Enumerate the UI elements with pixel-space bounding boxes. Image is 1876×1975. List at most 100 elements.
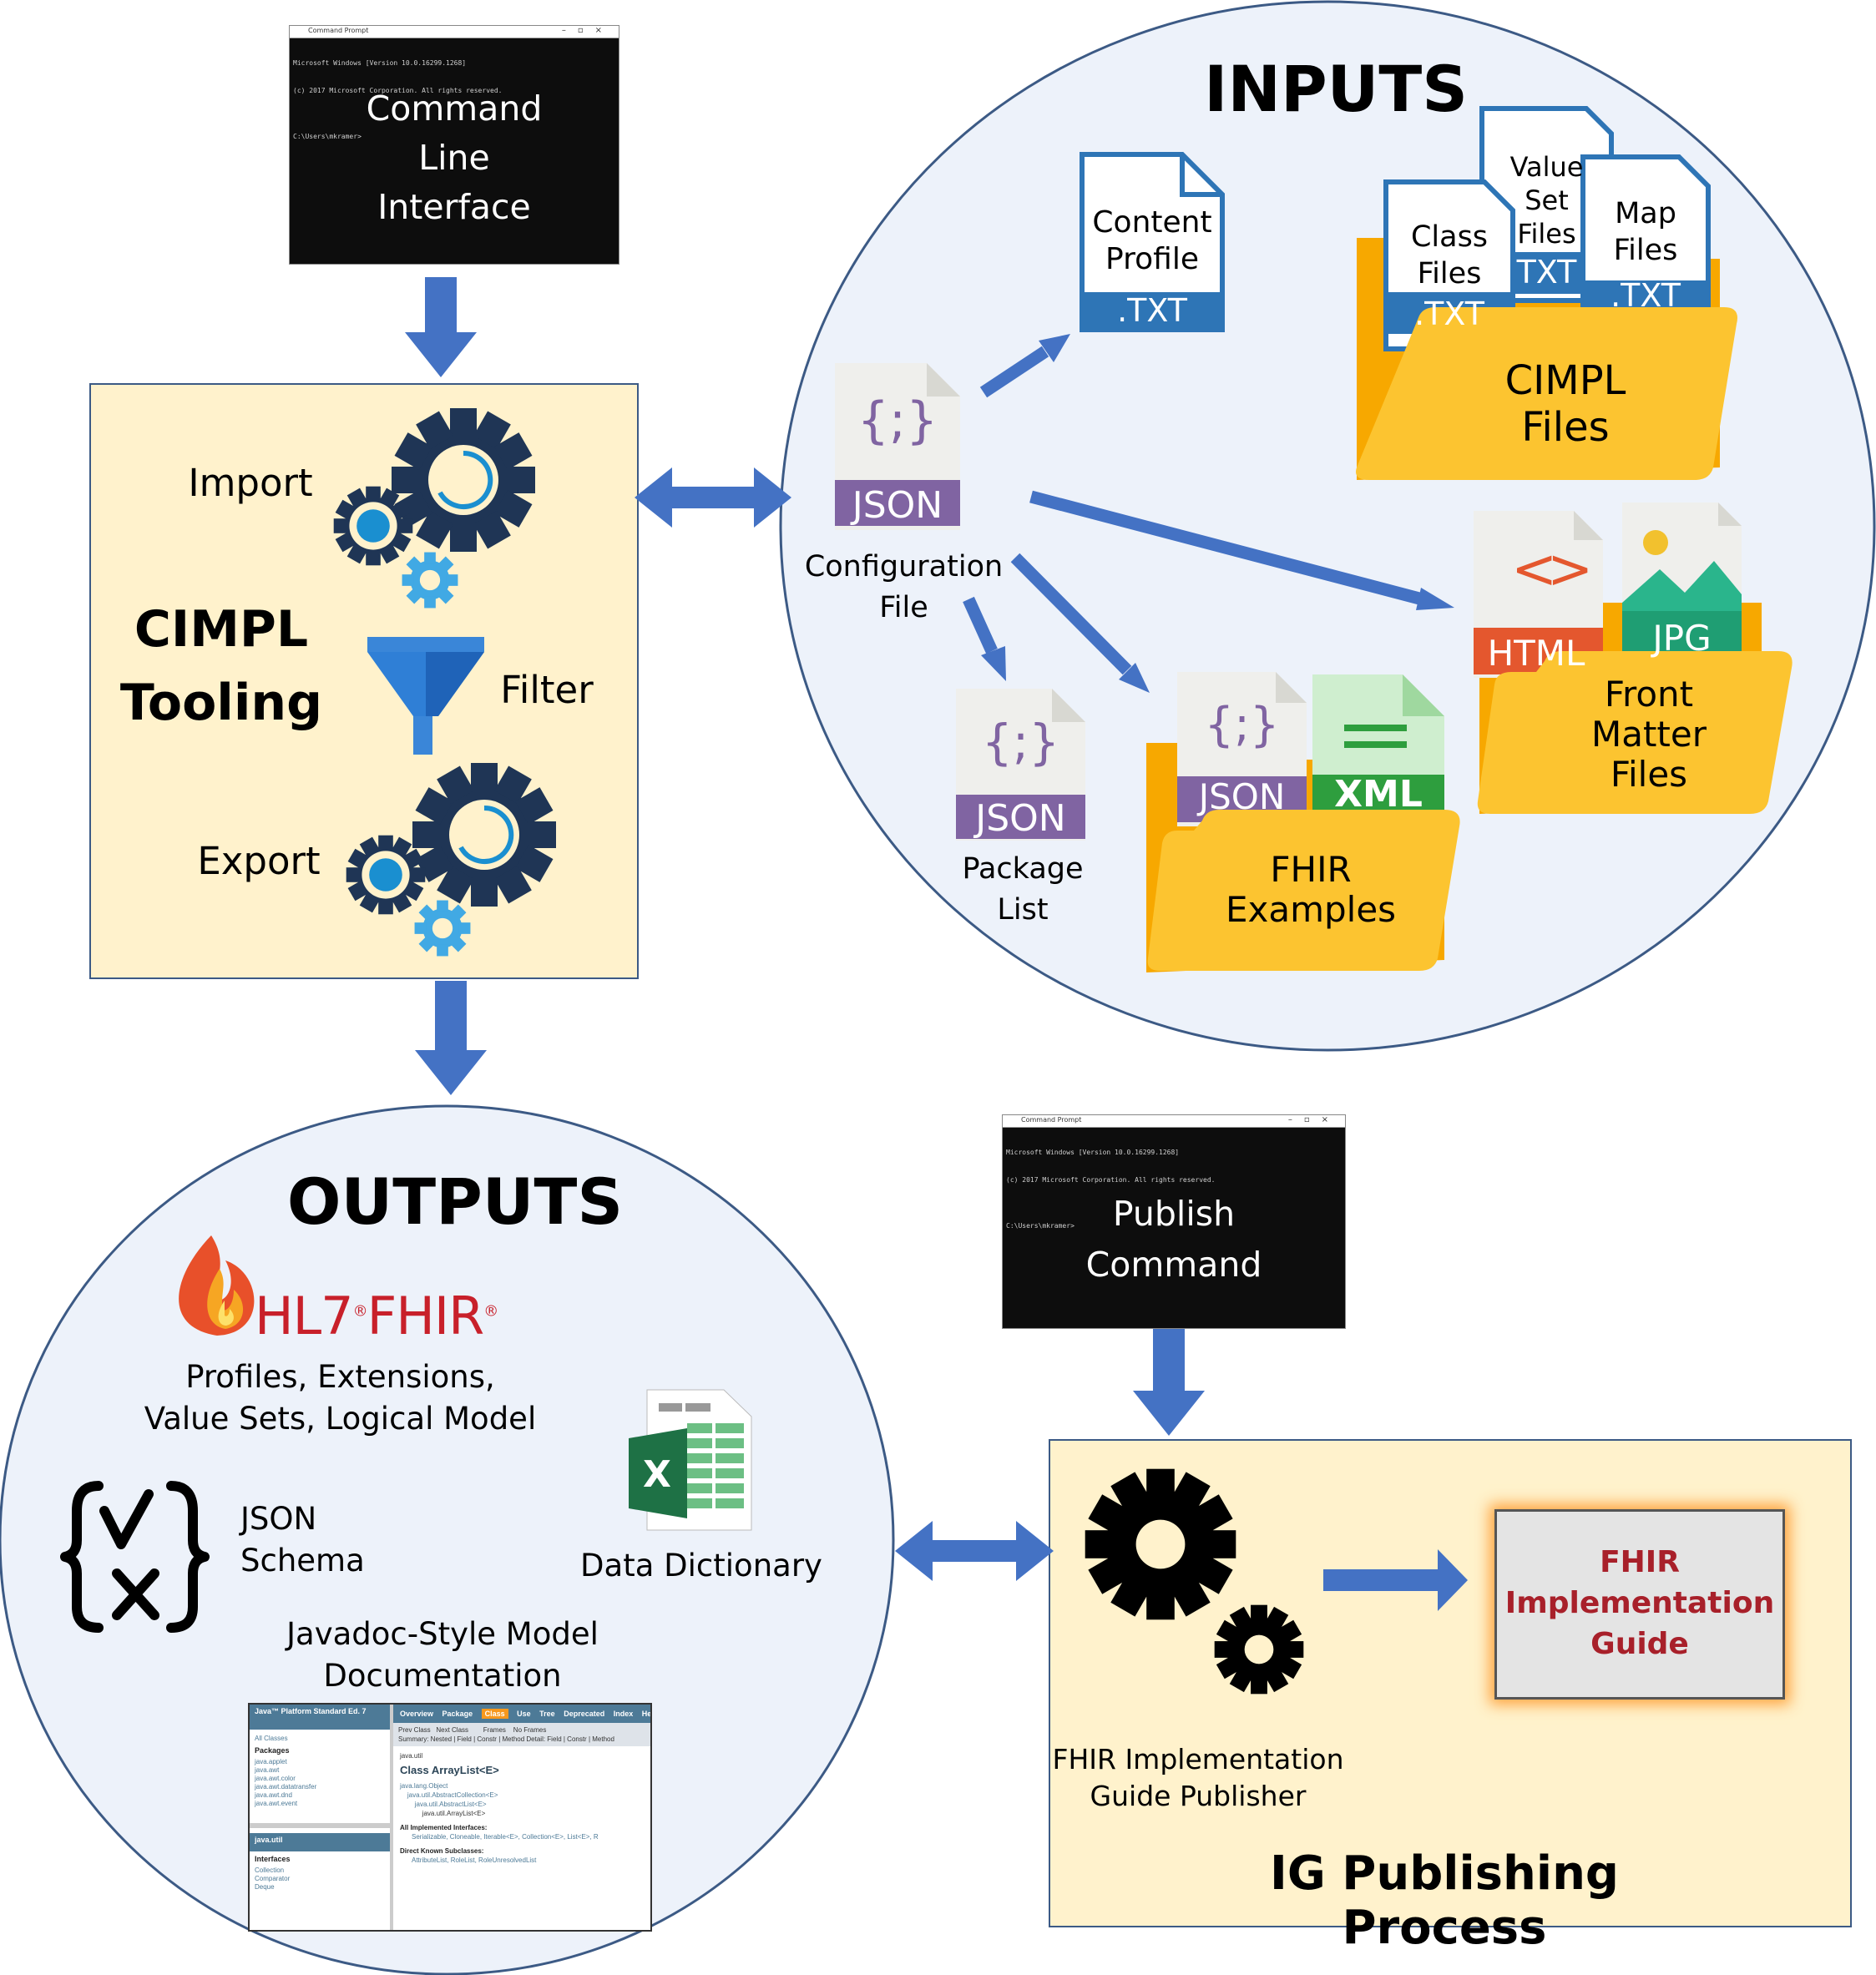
javadoc-body: java.util Class ArrayList<E> java.lang.O… bbox=[400, 1751, 650, 1865]
export-gear-small-icon bbox=[414, 900, 471, 957]
content-profile-line2: Profile bbox=[1105, 242, 1199, 276]
javadoc-class-title: Class ArrayList<E> bbox=[400, 1764, 499, 1776]
javadoc-hierarchy-line: java.util.ArrayList<E> bbox=[400, 1810, 486, 1817]
class-files-badge: .TXT bbox=[1414, 295, 1484, 332]
javadoc-all-classes-link[interactable]: All Classes bbox=[255, 1735, 288, 1742]
arrowhead-front-matter bbox=[1416, 588, 1454, 610]
package-list-line1: Package bbox=[962, 852, 1084, 886]
cli-label-line1: Command bbox=[366, 88, 543, 129]
arrow-cli-to-tooling bbox=[405, 277, 477, 377]
profiles-line1: Profiles, Extensions, bbox=[185, 1359, 495, 1395]
cimpl-files-folder-icon bbox=[1356, 106, 1737, 480]
javadoc-package-link[interactable]: java.awt.color bbox=[255, 1775, 296, 1782]
javadoc-subclasses-title: Direct Known Subclasses: bbox=[400, 1847, 484, 1855]
console-line: C:\Users\mkramer> bbox=[293, 133, 362, 140]
outputs-heading: OUTPUTS bbox=[286, 1164, 624, 1239]
window-controls-icon[interactable]: –▫× bbox=[1287, 1115, 1340, 1124]
arrow-config-to-front-matter bbox=[1029, 490, 1421, 605]
json-schema-line2: Schema bbox=[240, 1543, 365, 1578]
front-matter-line2: Matter bbox=[1590, 714, 1707, 755]
javadoc-nav-item[interactable]: Overview bbox=[400, 1710, 434, 1718]
javadoc-package-link[interactable]: java.awt.event bbox=[255, 1800, 298, 1807]
fhir-logo-text: FHIR bbox=[367, 1286, 485, 1346]
arrow-tooling-inputs-double bbox=[635, 467, 791, 528]
front-matter-folder-icon: < > bbox=[1474, 503, 1793, 814]
json-schema-icon bbox=[60, 1481, 210, 1633]
arrow-tooling-to-outputs bbox=[415, 981, 487, 1095]
javadoc-left-frame: Java™ Platform Standard Ed. 7 All Classe… bbox=[250, 1705, 393, 1930]
javadoc-nav-item[interactable]: He bbox=[641, 1710, 652, 1718]
fhir-implementation-guide-box: FHIR Implementation Guide bbox=[1494, 1509, 1785, 1700]
svg-text:<: < bbox=[1511, 537, 1557, 601]
fhir-examples-line2: Examples bbox=[1225, 889, 1397, 930]
javadoc-nav-item[interactable]: Tree bbox=[539, 1710, 555, 1718]
arrow-publish-to-ig bbox=[1133, 1327, 1205, 1436]
javadoc-package-link[interactable]: java.awt.datatransfer bbox=[255, 1783, 317, 1791]
fhir-examples-json-badge: JSON bbox=[1198, 776, 1286, 817]
arrow-publisher-to-guide bbox=[1323, 1549, 1468, 1611]
value-set-files-line1: Value bbox=[1509, 151, 1584, 183]
javadoc-package-link[interactable]: java.applet bbox=[255, 1758, 287, 1765]
svg-text:>: > bbox=[1547, 537, 1593, 601]
javadoc-package-link[interactable]: java.awt.dnd bbox=[255, 1791, 292, 1799]
package-list-glyph: {;} bbox=[981, 714, 1060, 770]
excel-letter: X bbox=[643, 1453, 671, 1496]
javadoc-impl-text[interactable]: Serializable, Cloneable, Iterable<E>, Co… bbox=[412, 1833, 599, 1841]
javadoc-packages-title: Packages bbox=[255, 1746, 290, 1755]
ig-line1: FHIR bbox=[1600, 1545, 1680, 1579]
javadoc-hierarchy-line[interactable]: java.util.AbstractList<E> bbox=[400, 1801, 487, 1808]
javadoc-screenshot: Java™ Platform Standard Ed. 7 All Classe… bbox=[248, 1703, 652, 1932]
javadoc-interface-link[interactable]: Collection bbox=[255, 1866, 285, 1874]
fhir-examples-xml-badge: XML bbox=[1334, 773, 1423, 816]
window-controls-icon[interactable]: –▫× bbox=[561, 26, 614, 35]
import-gear-medium-icon bbox=[333, 486, 413, 566]
javadoc-nav-item[interactable]: Deprecated bbox=[564, 1710, 605, 1718]
javadoc-interface-link[interactable]: Deque bbox=[255, 1883, 275, 1891]
publisher-line2: Guide Publisher bbox=[1090, 1780, 1307, 1812]
cli-label-line3: Interface bbox=[377, 187, 531, 227]
javadoc-subclasses-text[interactable]: AttributeList, RoleList, RoleUnresolvedL… bbox=[412, 1856, 537, 1864]
profiles-line2: Value Sets, Logical Model bbox=[144, 1401, 537, 1437]
class-files-line1: Class bbox=[1410, 220, 1489, 254]
export-gear-medium-icon bbox=[346, 835, 426, 915]
content-profile-line1: Content bbox=[1092, 205, 1212, 240]
javadoc-nav-item[interactable]: Index bbox=[613, 1710, 634, 1718]
configuration-file-line2: File bbox=[879, 591, 928, 624]
fhir-flame-icon bbox=[179, 1235, 255, 1336]
excel-icon bbox=[629, 1389, 752, 1531]
value-set-files-line2: Set bbox=[1525, 184, 1569, 216]
arrow-outputs-ig-double bbox=[895, 1521, 1054, 1581]
fhir-examples-line1: FHIR bbox=[1270, 849, 1352, 890]
inputs-heading: INPUTS bbox=[1204, 52, 1468, 126]
class-files-line2: Files bbox=[1417, 257, 1482, 290]
javadoc-package-link[interactable]: java.awt bbox=[255, 1766, 280, 1774]
cli-label-line2: Line bbox=[418, 138, 490, 178]
javadoc-subnav-line1[interactable]: Prev Class Next Class Frames No Frames bbox=[398, 1726, 547, 1734]
publisher-gear-small-icon bbox=[1214, 1604, 1304, 1695]
arrowhead-content-profile bbox=[1039, 334, 1070, 362]
javadoc-interface-link[interactable]: Comparator bbox=[255, 1875, 291, 1882]
map-files-line2: Files bbox=[1613, 234, 1678, 267]
cimpl-files-folder-line1: CIMPL bbox=[1504, 357, 1626, 404]
value-set-files-line3: Files bbox=[1517, 218, 1576, 250]
package-list-line2: List bbox=[997, 893, 1049, 927]
console-line: Microsoft Windows [Version 10.0.16299.12… bbox=[293, 59, 467, 67]
configuration-file-badge: JSON bbox=[852, 484, 943, 527]
javadoc-hierarchy-line[interactable]: java.lang.Object bbox=[400, 1782, 448, 1790]
javadoc-line1: Javadoc-Style Model bbox=[286, 1616, 599, 1652]
arrow-config-to-package-list bbox=[963, 596, 998, 654]
javadoc-package-name: java.util bbox=[400, 1752, 423, 1760]
javadoc-subnav-line2[interactable]: Summary: Nested | Field | Constr | Metho… bbox=[398, 1735, 614, 1743]
publish-command-window-title: Command Prompt bbox=[1021, 1116, 1082, 1124]
javadoc-nav-item[interactable]: Package bbox=[442, 1710, 473, 1718]
content-profile-badge: .TXT bbox=[1117, 292, 1187, 329]
publisher-gear-large-icon bbox=[1085, 1468, 1236, 1620]
javadoc-nav-item[interactable]: Use bbox=[517, 1710, 531, 1718]
javadoc-nav-item-selected[interactable]: Class bbox=[481, 1709, 508, 1719]
arrowhead-package-list bbox=[981, 646, 1006, 681]
import-gear-large-icon bbox=[392, 408, 535, 552]
javadoc-line2: Documentation bbox=[323, 1658, 562, 1694]
javadoc-hierarchy-line[interactable]: java.util.AbstractCollection<E> bbox=[400, 1791, 498, 1799]
ig-line3: Guide bbox=[1590, 1627, 1689, 1661]
hl7-logo-text: HL7 bbox=[255, 1286, 354, 1346]
